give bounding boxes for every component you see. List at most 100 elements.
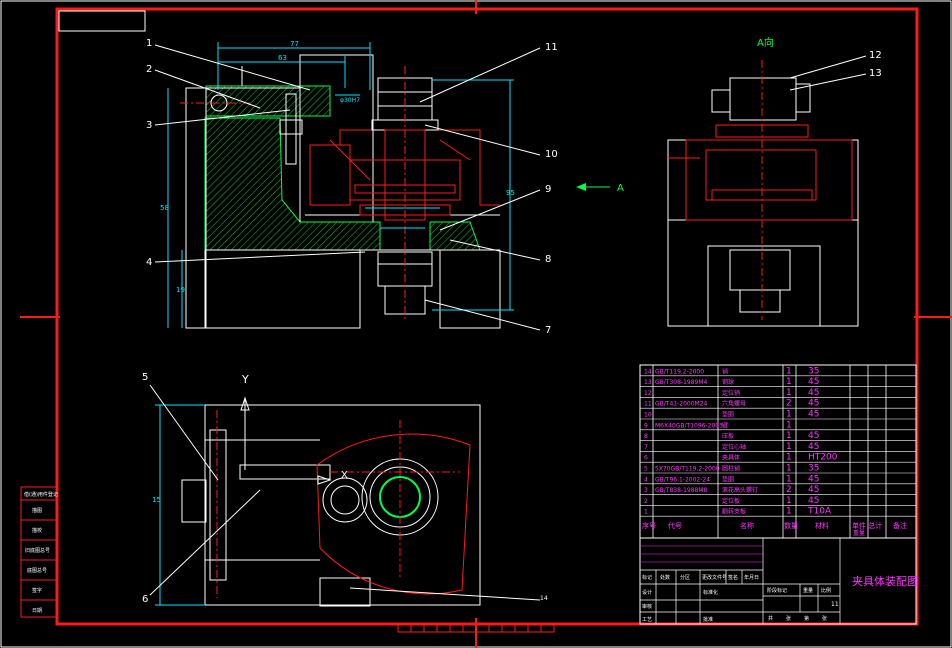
- bom-cell-no: 8: [644, 433, 648, 440]
- balloon-13: 13: [869, 68, 882, 79]
- bom-cell-no: 12: [644, 390, 652, 397]
- balloon-12: 12: [869, 50, 882, 61]
- tb-sheetno: 第: [804, 615, 809, 622]
- bom-cell-name: 定位销: [722, 389, 740, 397]
- bom-cell-no: 10: [644, 412, 652, 419]
- bom-cell-no: 14: [644, 368, 652, 375]
- dim-77: 77: [290, 40, 299, 48]
- balloon-9: 9: [545, 184, 551, 195]
- tb-change: 更改文件号: [702, 574, 727, 581]
- corner-code-box: [58, 10, 146, 32]
- bom-cell-qty: 2: [786, 485, 792, 495]
- bom-cell-code: GB/T308-1989M4: [655, 379, 708, 386]
- dim-63: 63: [278, 54, 287, 62]
- balloon-14: 14: [540, 595, 548, 602]
- bom-cell-name: 销: [722, 367, 728, 375]
- bom-cell-no: 3: [644, 487, 648, 494]
- drawing-title: 夹具体装配图: [852, 574, 918, 588]
- arrow-label-a: A: [617, 183, 624, 194]
- bom-cell-no: 5: [644, 466, 648, 473]
- bom-cell-qty: 1: [786, 410, 792, 420]
- bom-cell-no: 1: [644, 509, 648, 516]
- bom-cell-mat: 45: [808, 377, 819, 387]
- top-view: 15 Y X 5 6 14: [142, 372, 548, 607]
- tb-review: 审核: [642, 603, 652, 610]
- tb-approve: 批准: [703, 616, 713, 623]
- bom-cell-mat: 45: [808, 442, 819, 452]
- bom-cell-name: 六角螺母: [722, 400, 746, 408]
- bom-cell-mat: 45: [808, 410, 819, 420]
- balloon-10: 10: [545, 149, 558, 160]
- bom-header-weight: 单件 总计: [852, 521, 882, 530]
- tb-total: 共: [768, 615, 773, 622]
- dim-15: 15: [152, 496, 161, 504]
- bom-cell-name: 钢球: [722, 378, 734, 386]
- tb-design: 设计: [642, 589, 652, 596]
- tb-weight: 重量: [803, 587, 813, 594]
- bom-cell-mat: 35: [808, 464, 819, 474]
- tb-scale: 比例: [821, 587, 831, 594]
- bom-cell-qty: 1: [786, 496, 792, 506]
- bom-header-no: 序号: [642, 521, 656, 530]
- tb-stage: 阶段标记: [767, 587, 787, 594]
- bom-header-mat: 材料: [815, 521, 829, 530]
- bom-header-code: 代号: [668, 521, 682, 530]
- bom-cell-qty: 2: [786, 399, 792, 409]
- bom-cell-code: GB/T838-1988M8: [655, 487, 708, 494]
- tb-sheet-number: 11: [831, 601, 839, 608]
- bom-cell-no: 4: [644, 476, 648, 483]
- stamp-3: 旧底图总号: [25, 547, 50, 554]
- bom-cell-name: 压板: [722, 432, 734, 440]
- bom-cell-code: GB/T41-2000M24: [655, 401, 708, 408]
- bom-cell-name: 滚花高头螺钉: [722, 486, 758, 494]
- tb-standard: 标准化: [703, 589, 718, 596]
- bom-cell-qty: 1: [786, 388, 792, 398]
- bom-header-name: 名称: [740, 521, 754, 530]
- bom-cell-qty: 1: [786, 431, 792, 441]
- bom-cell-name: 圆柱销: [722, 465, 740, 473]
- dim-58: 58: [160, 204, 169, 212]
- side-view-a: A向 12 13: [667, 36, 882, 327]
- side-stamp: 借(通)用件登记 描图 描校 旧底图总号 底图总号 签字 日期: [20, 486, 58, 618]
- tb-mark: 标记: [642, 574, 652, 581]
- title-block: 标记 处数 分区 更改文件号 签名 年月日 设计 标准化 审核 工艺 批准 阶段…: [639, 537, 918, 625]
- bom-cell-name: 翻转支板: [722, 508, 746, 516]
- axis-x-label: X: [341, 470, 348, 481]
- bom-cell-mat: 45: [808, 485, 819, 495]
- bom-cell-name: 夹具体: [722, 454, 740, 462]
- bom-cell-name: 定位心轴: [722, 443, 746, 451]
- bom-cell-mat: 45: [808, 474, 819, 484]
- balloon-6: 6: [142, 594, 148, 605]
- bom-cell-name: 垫圈: [722, 411, 734, 419]
- bom-cell-mat: T10A: [807, 507, 832, 517]
- bom-cell-code: GB/T96.1-2002-24: [655, 476, 710, 483]
- balloon-4: 4: [146, 257, 152, 268]
- bom-cell-name: 键: [722, 421, 728, 429]
- balloon-3: 3: [146, 120, 152, 131]
- bom-cell-code: GB/T119.2-2000: [655, 368, 704, 375]
- tb-zone: 分区: [680, 574, 690, 581]
- tb-date: 年月日: [744, 574, 759, 581]
- balloon-11: 11: [545, 42, 558, 53]
- tb-sheets: 张: [786, 615, 791, 622]
- bom-cell-qty: 1: [786, 464, 792, 474]
- tb-sign: 签名: [728, 574, 738, 581]
- tb-sheets2: 张: [822, 615, 827, 622]
- bom-cell-qty: 1: [786, 507, 792, 517]
- stamp-2: 描校: [32, 527, 42, 534]
- bom-cell-mat: 45: [808, 496, 819, 506]
- bom-cell-no: 7: [644, 444, 648, 451]
- dim-95: 95: [506, 189, 515, 197]
- bom-cell-qty: 1: [786, 420, 792, 430]
- bom-header-remark: 备注: [893, 521, 907, 530]
- balloon-1: 1: [146, 38, 152, 49]
- balloon-8: 8: [545, 254, 551, 265]
- bom-cell-no: 11: [644, 401, 652, 408]
- bom-cell-mat: 45: [808, 399, 819, 409]
- balloon-7: 7: [545, 325, 551, 336]
- bom-header-qty: 数量: [784, 521, 798, 530]
- dim-shaft-dia: φ30H7: [340, 97, 360, 104]
- bom-cell-name: 定位板: [722, 497, 740, 505]
